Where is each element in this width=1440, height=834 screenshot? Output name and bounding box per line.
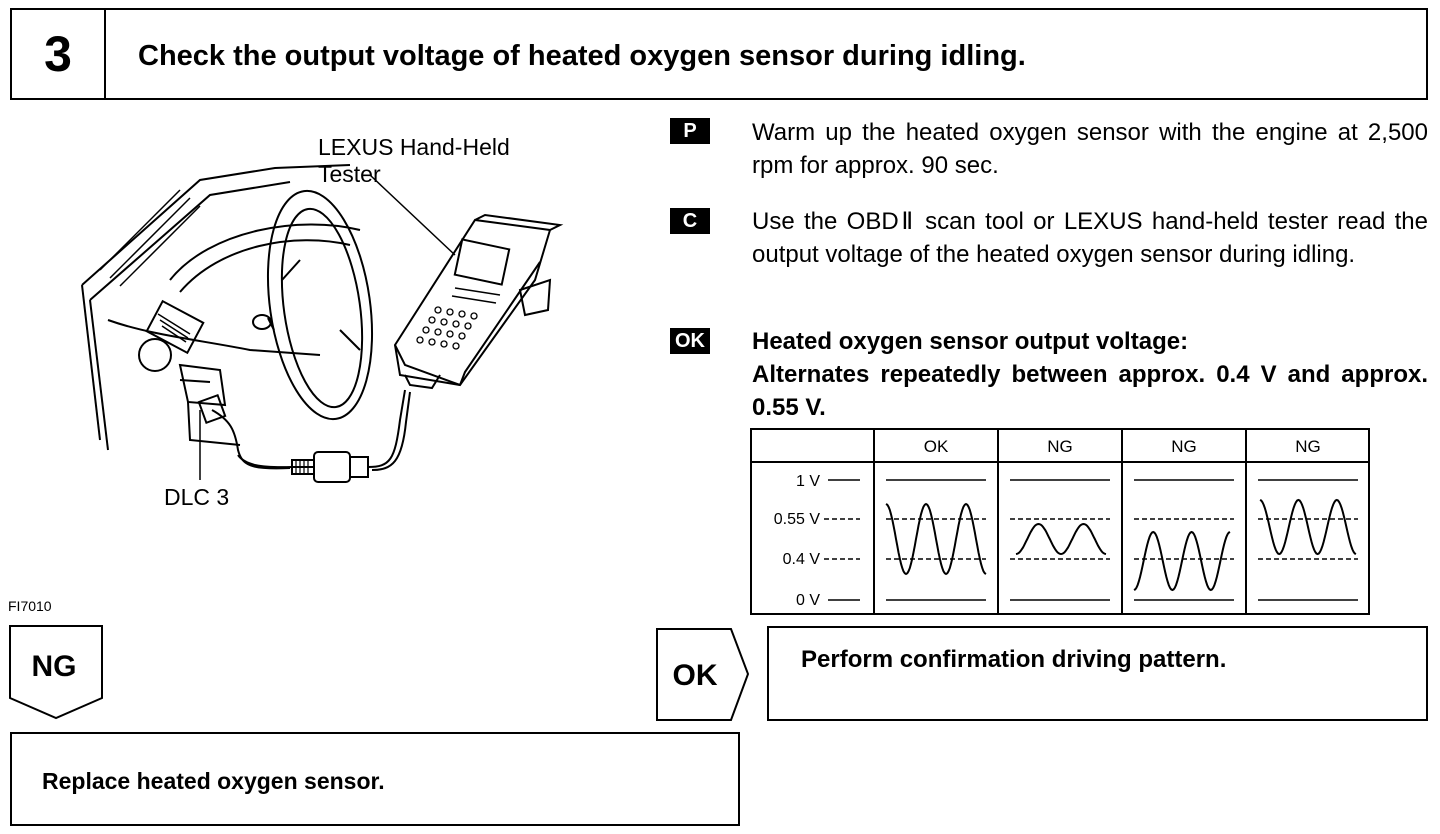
ng-label: NG bbox=[32, 650, 77, 683]
waveform-table: OK NG NG NG 1 V 0.55 V 0.4 V 0 V bbox=[750, 428, 1370, 615]
ok-action-box: Perform confirmation driving pattern. bbox=[767, 626, 1428, 721]
tester-connection-illustration bbox=[81, 164, 564, 483]
ok-label: OK bbox=[673, 659, 718, 692]
row-label-1v: 1 V bbox=[796, 473, 820, 490]
tester-callout-line1: LEXUS Hand-Held bbox=[318, 134, 510, 160]
procedure-badge-p: P bbox=[670, 118, 710, 144]
procedure-badge-c: C bbox=[670, 208, 710, 234]
row-label-0v: 0 V bbox=[796, 592, 820, 609]
waveform-trace bbox=[885, 502, 987, 576]
waveform-trace bbox=[1259, 498, 1357, 556]
waveform-trace bbox=[1133, 530, 1231, 592]
ok-spec-text: Alternates repeatedly between approx. 0.… bbox=[752, 361, 1428, 421]
ok-badge: OK bbox=[670, 328, 710, 354]
row-label-055v: 0.55 V bbox=[774, 511, 821, 528]
col-header-ok: OK bbox=[924, 437, 949, 456]
instruction-warmup: Warm up the heated oxygen sensor with th… bbox=[752, 119, 1428, 179]
waveform-trace bbox=[1015, 522, 1107, 556]
ok-spec-label: Heated oxygen sensor output voltage: bbox=[752, 328, 1189, 355]
col-header-ng-1: NG bbox=[1047, 437, 1073, 456]
ok-branch-tag: OK bbox=[656, 628, 750, 721]
step-header: 3 Check the output voltage of heated oxy… bbox=[10, 8, 1428, 100]
tester-callout: LEXUS Hand-Held Tester bbox=[318, 134, 510, 188]
ok-action-text: Perform confirmation driving pattern. bbox=[801, 646, 1227, 673]
row-label-04v: 0.4 V bbox=[783, 551, 821, 568]
ng-action-box: Replace heated oxygen sensor. bbox=[10, 732, 740, 826]
col-header-ng-2: NG bbox=[1171, 437, 1197, 456]
col-header-ng-3: NG bbox=[1295, 437, 1321, 456]
step-number: 3 bbox=[44, 26, 72, 82]
tester-callout-line2: Tester bbox=[318, 161, 381, 187]
header-divider bbox=[104, 10, 106, 98]
ng-branch-tag: NG bbox=[9, 625, 103, 720]
ng-action-text: Replace heated oxygen sensor. bbox=[42, 768, 385, 794]
instruction-read-voltage: Use the OBDⅡ scan tool or LEXUS hand-hel… bbox=[752, 208, 1428, 268]
dlc-callout: DLC 3 bbox=[164, 484, 230, 510]
figure-code: FI7010 bbox=[8, 598, 52, 614]
step-title: Check the output voltage of heated oxyge… bbox=[138, 40, 1026, 72]
